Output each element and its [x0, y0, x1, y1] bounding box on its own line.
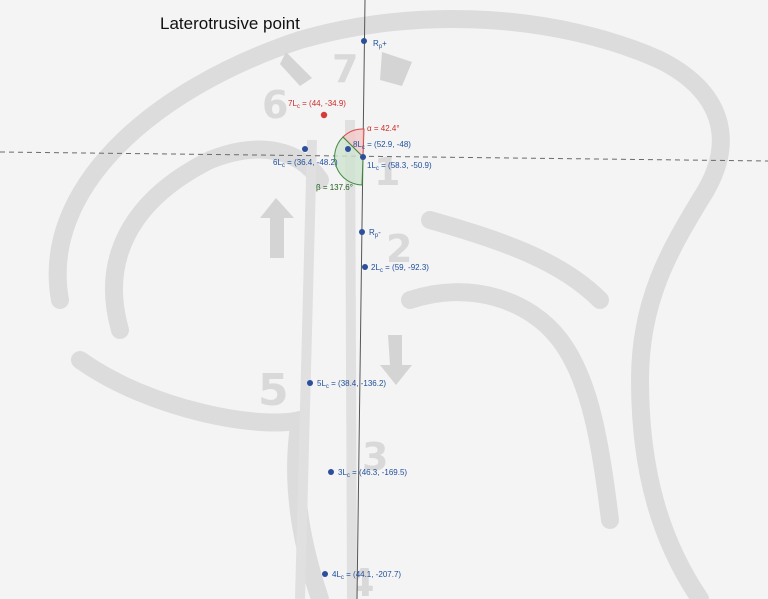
label-rp-plus: Rp+	[373, 39, 387, 50]
label-7lc: 7Lc = (44, -34.9)	[288, 99, 346, 110]
background-ramus	[295, 119, 357, 599]
arrow-top-left	[280, 52, 312, 86]
arrow-down-right	[380, 335, 412, 385]
bg-number-7: 7	[332, 47, 358, 91]
label-rp-minus: Rp-	[369, 228, 381, 239]
point-8lc[interactable]	[345, 146, 351, 152]
label-8lc: 8Lc = (52.9, -48)	[353, 140, 411, 151]
beta-angle-sector	[334, 136, 364, 186]
vertical-reference-line	[356, 0, 366, 599]
label-3lc: 3Lc = (46.3, -169.5)	[338, 468, 407, 479]
label-1lc: 1Lc = (58.3, -50.9)	[367, 161, 432, 172]
point-7lc[interactable]	[320, 111, 328, 119]
point-1lc[interactable]	[360, 154, 366, 160]
point-rp-minus[interactable]	[359, 229, 365, 235]
label-5lc: 5Lc = (38.4, -136.2)	[317, 379, 386, 390]
points-layer	[302, 38, 368, 577]
background-arrows	[260, 52, 412, 385]
point-4lc[interactable]	[322, 571, 328, 577]
point-3lc[interactable]	[328, 469, 334, 475]
alpha-angle-label: α = 42.4°	[367, 124, 400, 133]
horizontal-reference-line	[0, 151, 768, 162]
background-skull-outline	[48, 9, 730, 599]
bg-number-5: 5	[258, 365, 289, 416]
point-labels: Rp+ 7Lc = (44, -34.9) 8Lc = (52.9, -48) …	[273, 39, 432, 581]
label-4lc: 4Lc = (44.1, -207.7)	[332, 570, 401, 581]
arrow-up-left	[260, 198, 294, 258]
arrow-top-right	[380, 52, 412, 86]
point-rp-plus[interactable]	[361, 38, 367, 44]
point-2lc[interactable]	[362, 264, 368, 270]
bg-number-3: 3	[362, 435, 388, 479]
diagram-title: Laterotrusive point	[160, 14, 300, 33]
label-2lc: 2Lc = (59, -92.3)	[371, 263, 429, 274]
bg-number-2: 2	[386, 227, 412, 271]
point-6lc[interactable]	[302, 146, 308, 152]
bg-number-1: 1	[374, 150, 400, 194]
background-sequence-numbers: 7 6 1 2 5 3 4	[258, 47, 412, 599]
label-6lc: 6Lc = (36.4, -48.2)	[273, 158, 338, 169]
bg-number-6: 6	[262, 83, 288, 127]
point-5lc[interactable]	[307, 380, 313, 386]
beta-angle-label: β = 137.6°	[316, 183, 353, 192]
